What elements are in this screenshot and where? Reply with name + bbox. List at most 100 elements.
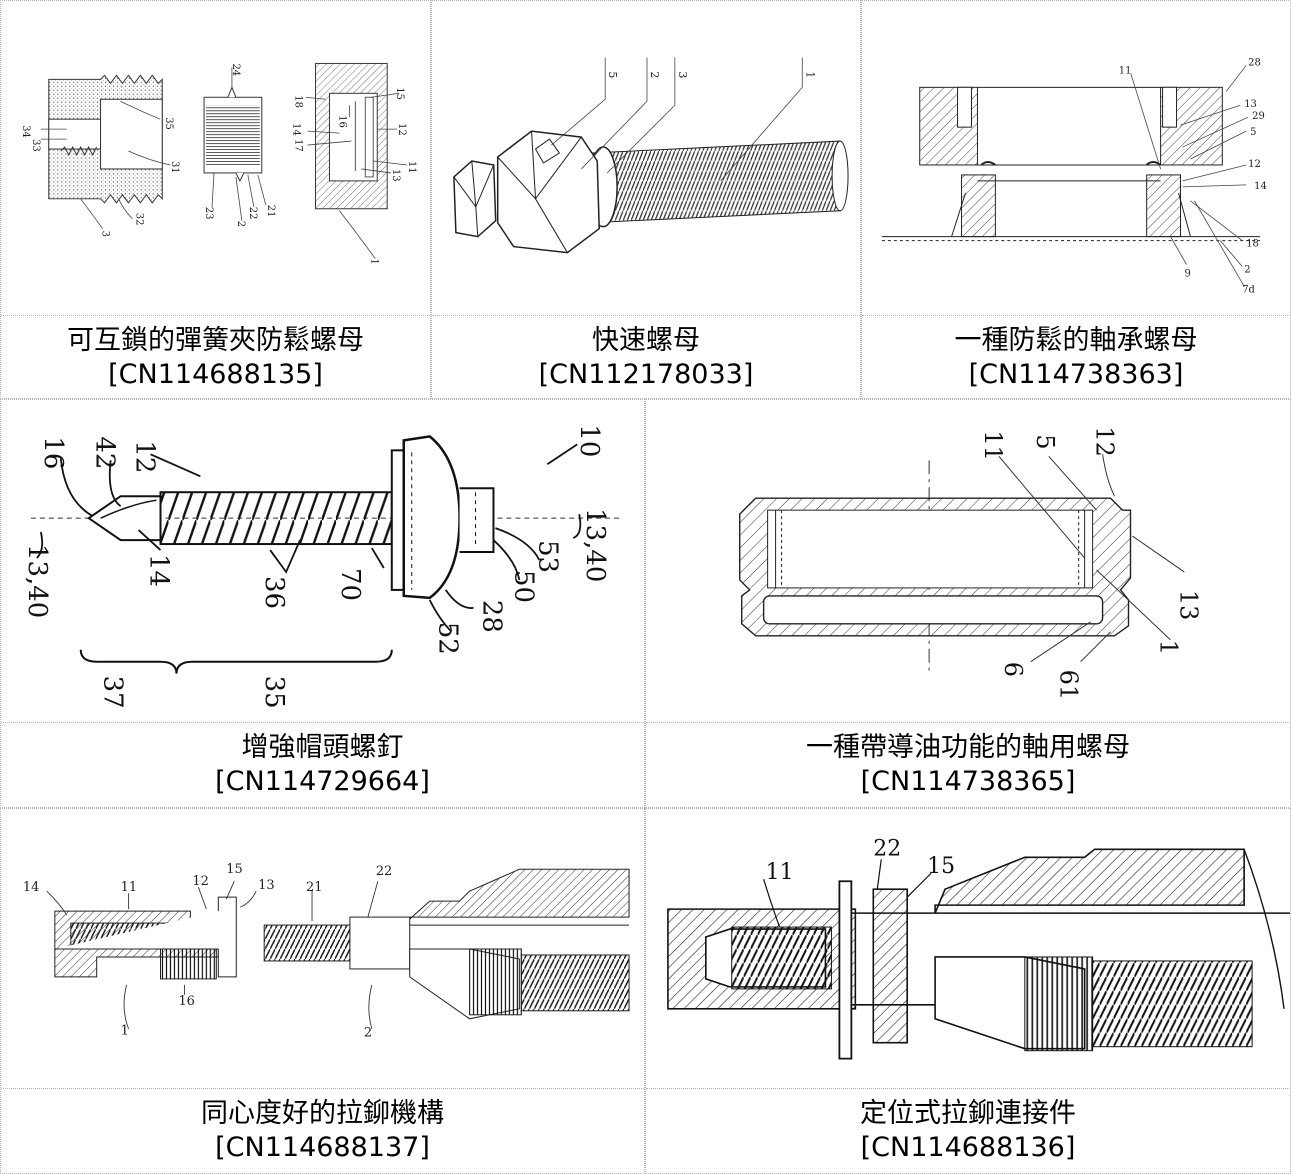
label-18: 18 [1246,239,1259,250]
panel-reinforced-cap-screw: 12 42 16 10 13,40 13,40 14 36 70 53 50 2… [0,399,645,808]
label-22: 22 [247,207,258,220]
caption-number: [CN114738363] [968,359,1184,390]
caption-number: [CN114688137] [215,1132,430,1163]
caption-title: 一種帶導油功能的軸用螺母 [806,732,1130,763]
label-11: 11 [406,161,417,174]
label-53: 53 [532,540,562,573]
caption-title: 定位式拉鉚連接件 [860,1098,1076,1129]
label-28: 28 [476,600,506,633]
label-16: 16 [178,994,194,1009]
label-2: 2 [235,221,246,227]
label-5: 5 [606,71,619,78]
label-16: 16 [336,115,347,128]
label-42: 42 [90,436,120,469]
panel-positioning-rivet-connector: 11 22 15 定位式拉鉚連接件 [CN114688136] [645,808,1291,1174]
label-18: 18 [293,95,304,108]
label-22: 22 [376,864,392,879]
caption-title: 快速螺母 [592,325,700,356]
label-14: 14 [23,880,39,895]
panel-concentric-riveting-mechanism: 14 11 12 15 13 21 22 16 1 2 同心度好的拉鉚機構 [C… [0,808,645,1174]
caption-number: [CN112178033] [538,359,754,390]
label-34: 34 [20,125,31,138]
label-17: 17 [293,139,304,152]
caption: 快速螺母 [CN112178033] [432,315,860,398]
label-16: 16 [38,436,68,469]
label-12: 12 [1248,159,1261,170]
row-3: 14 11 12 15 13 21 22 16 1 2 同心度好的拉鉚機構 [C… [0,808,1291,1174]
panel-spring-clip-nut: 24 35 31 34 33 32 3 18 16 15 12 14 17 11 [0,0,431,399]
label-13: 13 [258,878,274,893]
label-37: 37 [98,676,128,709]
figure-shaft-nut: 11 5 12 13 1 6 61 [646,400,1290,725]
caption-number: [CN114688135] [108,359,323,390]
label-35: 35 [163,117,174,130]
label-52: 52 [433,622,463,655]
label-3: 3 [676,71,689,78]
panel-oil-guide-shaft-nut: 11 5 12 13 1 6 61 一種帶導油功能的軸用螺母 [CN114738… [645,399,1291,808]
label-5: 5 [1031,434,1059,449]
figure-riveting-mechanism: 14 11 12 15 13 21 22 16 1 2 [1,809,644,1091]
label-24: 24 [230,63,241,76]
label-31: 31 [169,161,180,174]
label-2: 2 [648,71,661,78]
label-1: 1 [121,1024,129,1039]
label-14: 14 [1254,181,1267,192]
label-11: 11 [121,880,137,895]
label-9: 9 [1184,268,1190,279]
caption-number: [CN114688136] [860,1132,1076,1163]
label-12: 12 [1091,426,1119,456]
label-32: 32 [133,213,144,226]
label-13-40-right: 13,40 [580,508,610,582]
figure-rivet-connector: 11 22 15 [646,809,1290,1091]
label-36: 36 [259,576,289,609]
caption: 可互鎖的彈簧夾防鬆螺母 [CN114688135] [1,315,430,398]
label-10: 10 [574,424,604,457]
label-22: 22 [873,836,901,861]
label-2: 2 [364,1026,372,1041]
label-7d: 7d [1242,284,1255,295]
label-1: 1 [803,71,816,78]
label-13: 13 [1174,590,1202,620]
label-15: 15 [394,87,405,100]
label-35: 35 [259,676,289,709]
panel-quick-nut: 5 2 3 1 快速螺母 [CN112178033] [431,0,861,399]
caption-number: [CN114738365] [860,766,1076,797]
label-61: 61 [1055,670,1083,700]
caption: 一種防鬆的軸承螺母 [CN114738363] [862,315,1290,398]
label-5: 5 [1250,127,1256,138]
label-12: 12 [396,123,407,136]
label-15: 15 [927,854,955,879]
label-70: 70 [335,568,365,601]
caption-title: 同心度好的拉鉚機構 [201,1098,444,1129]
label-21: 21 [265,205,276,218]
figure-bearing-nut: 11 28 13 29 5 12 14 18 9 2 7d [862,1,1290,316]
label-11: 11 [979,430,1007,460]
caption: 一種帶導油功能的軸用螺母 [CN114738365] [646,722,1290,807]
row-1: 24 35 31 34 33 32 3 18 16 15 12 14 17 11 [0,0,1291,399]
label-12: 12 [192,874,208,889]
figure-quick-nut: 5 2 3 1 [432,1,860,316]
label-13-40-left: 13,40 [22,544,52,618]
panel-anti-loosening-bearing-nut: 11 28 13 29 5 12 14 18 9 2 7d 一種防鬆的軸承螺 [861,0,1291,399]
label-6: 6 [999,662,1027,677]
label-50: 50 [508,570,538,603]
caption: 增強帽頭螺釘 [CN114729664] [1,722,644,807]
caption-title: 增強帽頭螺釘 [241,732,404,763]
label-21: 21 [306,880,322,895]
label-14: 14 [291,123,302,136]
label-29: 29 [1252,111,1265,122]
label-15: 15 [226,862,242,877]
caption-title: 可互鎖的彈簧夾防鬆螺母 [67,325,364,356]
label-11: 11 [1119,65,1132,76]
label-28: 28 [1248,57,1261,68]
label-12: 12 [130,440,160,473]
label-13: 13 [390,169,401,182]
caption-title: 一種防鬆的軸承螺母 [954,325,1198,356]
label-14: 14 [144,554,174,587]
label-11: 11 [766,860,794,885]
caption: 定位式拉鉚連接件 [CN114688136] [646,1088,1290,1173]
row-2: 12 42 16 10 13,40 13,40 14 36 70 53 50 2… [0,399,1291,808]
caption-number: [CN114729664] [215,766,430,797]
figure-spring-clip-nut: 24 35 31 34 33 32 3 18 16 15 12 14 17 11 [1,1,430,316]
